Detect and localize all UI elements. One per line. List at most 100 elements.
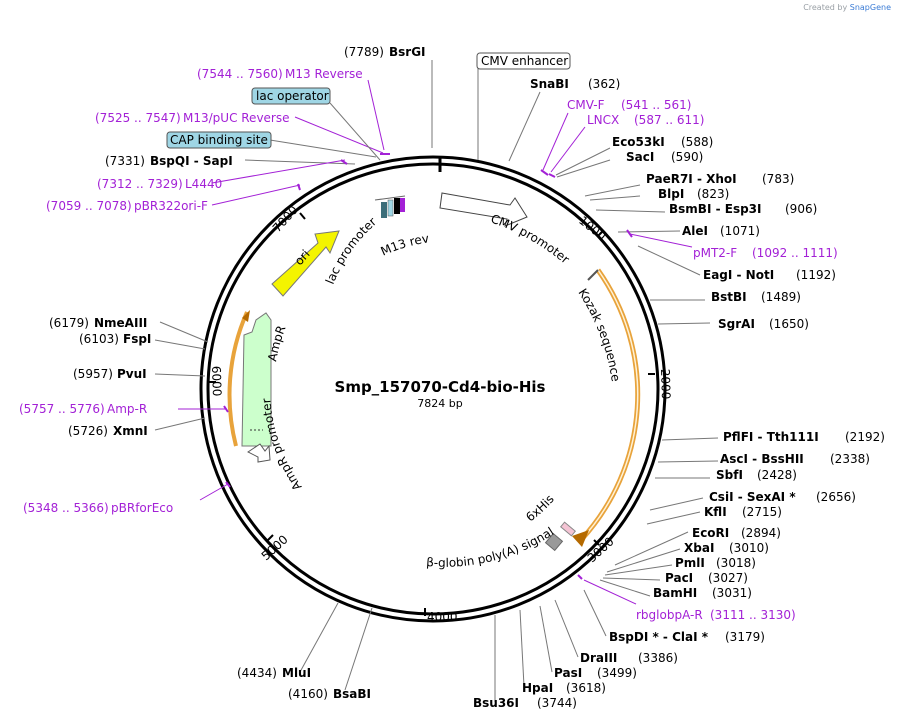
site-sgrai-pos: (1650) (769, 317, 809, 331)
tick-3000 (593, 539, 600, 546)
kozak-mark (587, 269, 599, 281)
site-nmeaiii-pos: (6179) (49, 316, 89, 330)
primer-m13-reverse-range: (7544 .. 7560) (197, 67, 283, 81)
primer-pbrforeco-range: (5348 .. 5366) (23, 501, 109, 515)
boxed-features: CMV enhancer lac operator CAP binding si… (166, 52, 571, 161)
site-nmeaiii-name: NmeAIII (94, 316, 147, 330)
backbone-outer-ring (199, 155, 667, 623)
site-blpi-name: BlpI (658, 187, 684, 201)
site-paci-name: PacI (665, 571, 693, 585)
site-kfli-name: KflI (704, 505, 727, 519)
site-draiii-pos: (3386) (638, 651, 678, 665)
site-pasi-name: PasI (554, 666, 582, 680)
feature-m13-rev: M13 rev (379, 231, 430, 258)
cmv-promoter-arrow (439, 192, 528, 227)
primer-amp-r-range: (5757 .. 5776) (19, 402, 105, 416)
site-bstbi-name: BstBI (711, 290, 747, 304)
cap-binding-label: CAP binding site (170, 133, 268, 147)
lac-block-2 (387, 199, 394, 217)
plasmid-length: 7824 bp (417, 397, 462, 410)
site-xmni-name: XmnI (113, 424, 148, 438)
site-xbai-pos: (3010) (729, 541, 769, 555)
site-bamhi-pos: (3031) (712, 586, 752, 600)
credit: Created by SnapGene (803, 3, 891, 12)
lac-operator-box (251, 87, 331, 105)
site-esp3i-pos: (906) (785, 202, 817, 216)
primer-lncx-name: LNCX (587, 113, 619, 127)
leader-lines (154, 60, 719, 702)
site-xhoi-name: PaeR7I - XhoI (646, 172, 737, 186)
site-snabi-pos: (362) (588, 77, 620, 91)
site-xmni-pos: (5726) (68, 424, 108, 438)
snapgene-logo: SnapGene (849, 3, 891, 12)
primer-pbr322ori-range: (7059 .. 7078) (46, 199, 132, 213)
site-esp3i-name: BsmBI - Esp3I (669, 202, 761, 216)
site-blpi-pos: (823) (697, 187, 729, 201)
site-pmli-name: PmlI (675, 556, 705, 570)
site-bamhi-name: BamHI (653, 586, 697, 600)
tick-label-1000: 1000 (576, 213, 609, 243)
site-sbfi-name: SbfI (716, 468, 743, 482)
site-kfli-pos: (2715) (742, 505, 782, 519)
m13-rev-mark (400, 198, 405, 212)
tick-label-4000: 4000 (427, 610, 458, 624)
cmv-enhancer-label: CMV enhancer (481, 54, 568, 68)
site-mlui-pos: (4434) (237, 666, 277, 680)
site-fspi-pos: (6103) (79, 332, 119, 346)
site-noti-name: EagI - NotI (703, 268, 774, 282)
primer-amp-r-name: Amp-R (107, 402, 147, 416)
site-tth111i-name: PflFI - Tth111I (723, 430, 819, 444)
site-xbai-name: XbaI (684, 541, 714, 555)
ori-arrow (271, 230, 340, 297)
tick-7000 (299, 212, 306, 220)
site-snabi-name: SnaBI (530, 77, 569, 91)
site-sexai-name: CsiI - SexAI * (709, 490, 796, 504)
tick-label-2000: 2000 (658, 369, 673, 400)
cds-arrowhead (572, 530, 589, 547)
site-paci-pos: (3027) (708, 571, 748, 585)
primer-l4440-name: L4440 (185, 177, 222, 191)
site-bsshii-pos: (2338) (830, 452, 870, 466)
site-pvui-pos: (5957) (73, 367, 113, 381)
cmv-enhancer-box (476, 52, 571, 70)
site-bsu36i-name: Bsu36I (473, 696, 519, 710)
site-draiii-name: DraIII (580, 651, 617, 665)
site-bsabi-pos: (4160) (288, 687, 328, 701)
site-tth111i-pos: (2192) (845, 430, 885, 444)
site-sbfi-pos: (2428) (757, 468, 797, 482)
ampr-cds-arrowhead (242, 310, 250, 322)
site-clai-name: BspDI * - ClaI * (609, 630, 709, 644)
lac-elements (374, 195, 406, 218)
primer-rbglobpa-r-range: (3111 .. 3130) (710, 608, 796, 622)
tick-label-6000: 6000 (209, 366, 224, 397)
primer-cmv-f-range: (541 .. 561) (621, 98, 691, 112)
ampr-arrow (241, 312, 272, 447)
primer-lncx-range: (587 .. 611) (634, 113, 704, 127)
site-pasi-pos: (3499) (597, 666, 637, 680)
site-xhoi-pos: (783) (762, 172, 794, 186)
site-alei-name: AleI (682, 224, 708, 238)
site-saci-name: SacI (626, 150, 654, 164)
site-pvui-name: PvuI (117, 367, 147, 381)
lac-block-3 (394, 198, 400, 214)
site-fspi-name: FspI (123, 332, 151, 346)
lac-promoter-line (374, 195, 406, 201)
site-bsu36i-pos: (3744) (537, 696, 577, 710)
site-ecori-pos: (2894) (741, 526, 781, 540)
site-bsrgi-name: BsrGI (389, 45, 426, 59)
feature-6xhis: 6xHis (523, 492, 556, 524)
primer-l4440-range: (7312 .. 7329) (97, 177, 183, 191)
site-sapi-name: BspQI - SapI (150, 154, 233, 168)
site-mlui-name: MluI (282, 666, 311, 680)
site-bsshii-name: AscI - BssHII (720, 452, 804, 466)
site-eco53ki-name: Eco53kI (612, 135, 665, 149)
site-sgrai-name: SgrAI (718, 317, 755, 331)
site-sexai-pos: (2656) (816, 490, 856, 504)
tick-5000 (267, 534, 274, 541)
site-pmli-pos: (3018) (716, 556, 756, 570)
site-eco53ki-pos: (588) (681, 135, 713, 149)
credit-prefix: Created by (803, 3, 848, 12)
primer-m13-reverse-name: M13 Reverse (285, 67, 363, 81)
site-sapi-pos: (7331) (105, 154, 145, 168)
backbone-inner-ring (206, 162, 660, 616)
